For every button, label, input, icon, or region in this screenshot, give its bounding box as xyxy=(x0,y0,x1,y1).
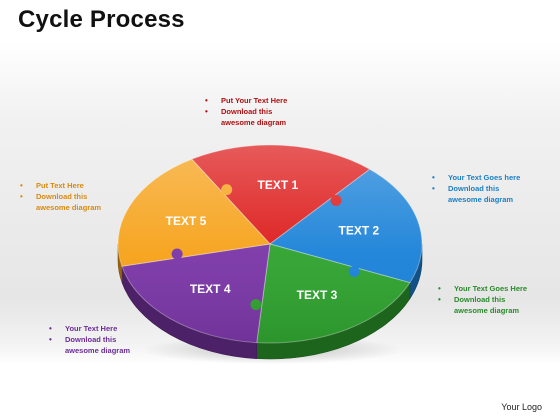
note-list-right-top: Your Text Goes here Download this awesom… xyxy=(432,172,526,205)
logo-text: Your Logo xyxy=(501,402,542,412)
pie-gloss xyxy=(118,145,422,343)
note-item: Your Text Goes here xyxy=(432,172,526,183)
note-text: Your Text Goes Here xyxy=(454,284,528,293)
note-list-top: Put Your Text Here Download this awesome… xyxy=(205,95,299,128)
note-text: Download this awesome diagram xyxy=(454,295,520,315)
pie-label-1: TEXT 1 xyxy=(258,178,299,192)
note-item: Download this awesome diagram xyxy=(20,191,114,213)
note-text: Download this awesome diagram xyxy=(65,335,131,355)
note-text: Put Text Here xyxy=(36,181,84,190)
pie-label-3: TEXT 3 xyxy=(297,288,338,302)
note-item: Your Text Goes Here xyxy=(438,283,532,294)
note-item: Download this awesome diagram xyxy=(438,294,532,316)
note-item: Download this awesome diagram xyxy=(205,106,299,128)
note-text: Your Text Goes here xyxy=(448,173,521,182)
note-item: Put Your Text Here xyxy=(205,95,299,106)
note-item: Put Text Here xyxy=(20,180,114,191)
note-text: Your Text Here xyxy=(65,324,118,333)
note-list-left-bottom: Your Text Here Download this awesome dia… xyxy=(49,323,143,356)
note-item: Your Text Here xyxy=(49,323,143,334)
note-list-right-bottom: Your Text Goes Here Download this awesom… xyxy=(438,283,532,316)
note-item: Download this awesome diagram xyxy=(432,183,526,205)
note-text: Download this awesome diagram xyxy=(448,184,514,204)
note-text: Put Your Text Here xyxy=(221,96,288,105)
pie-label-5: TEXT 5 xyxy=(166,214,207,228)
note-text: Download this awesome diagram xyxy=(36,192,102,212)
pie-labels: TEXT 1 TEXT 2 TEXT 3 TEXT 4 TEXT 5 xyxy=(166,178,380,302)
note-item: Download this awesome diagram xyxy=(49,334,143,356)
page-title: Cycle Process xyxy=(18,6,185,33)
pie-label-4: TEXT 4 xyxy=(190,282,231,296)
pie-tops xyxy=(117,144,423,344)
note-list-left-top: Put Text Here Download this awesome diag… xyxy=(20,180,114,213)
pie-label-2: TEXT 2 xyxy=(339,224,380,238)
note-text: Download this awesome diagram xyxy=(221,107,287,127)
